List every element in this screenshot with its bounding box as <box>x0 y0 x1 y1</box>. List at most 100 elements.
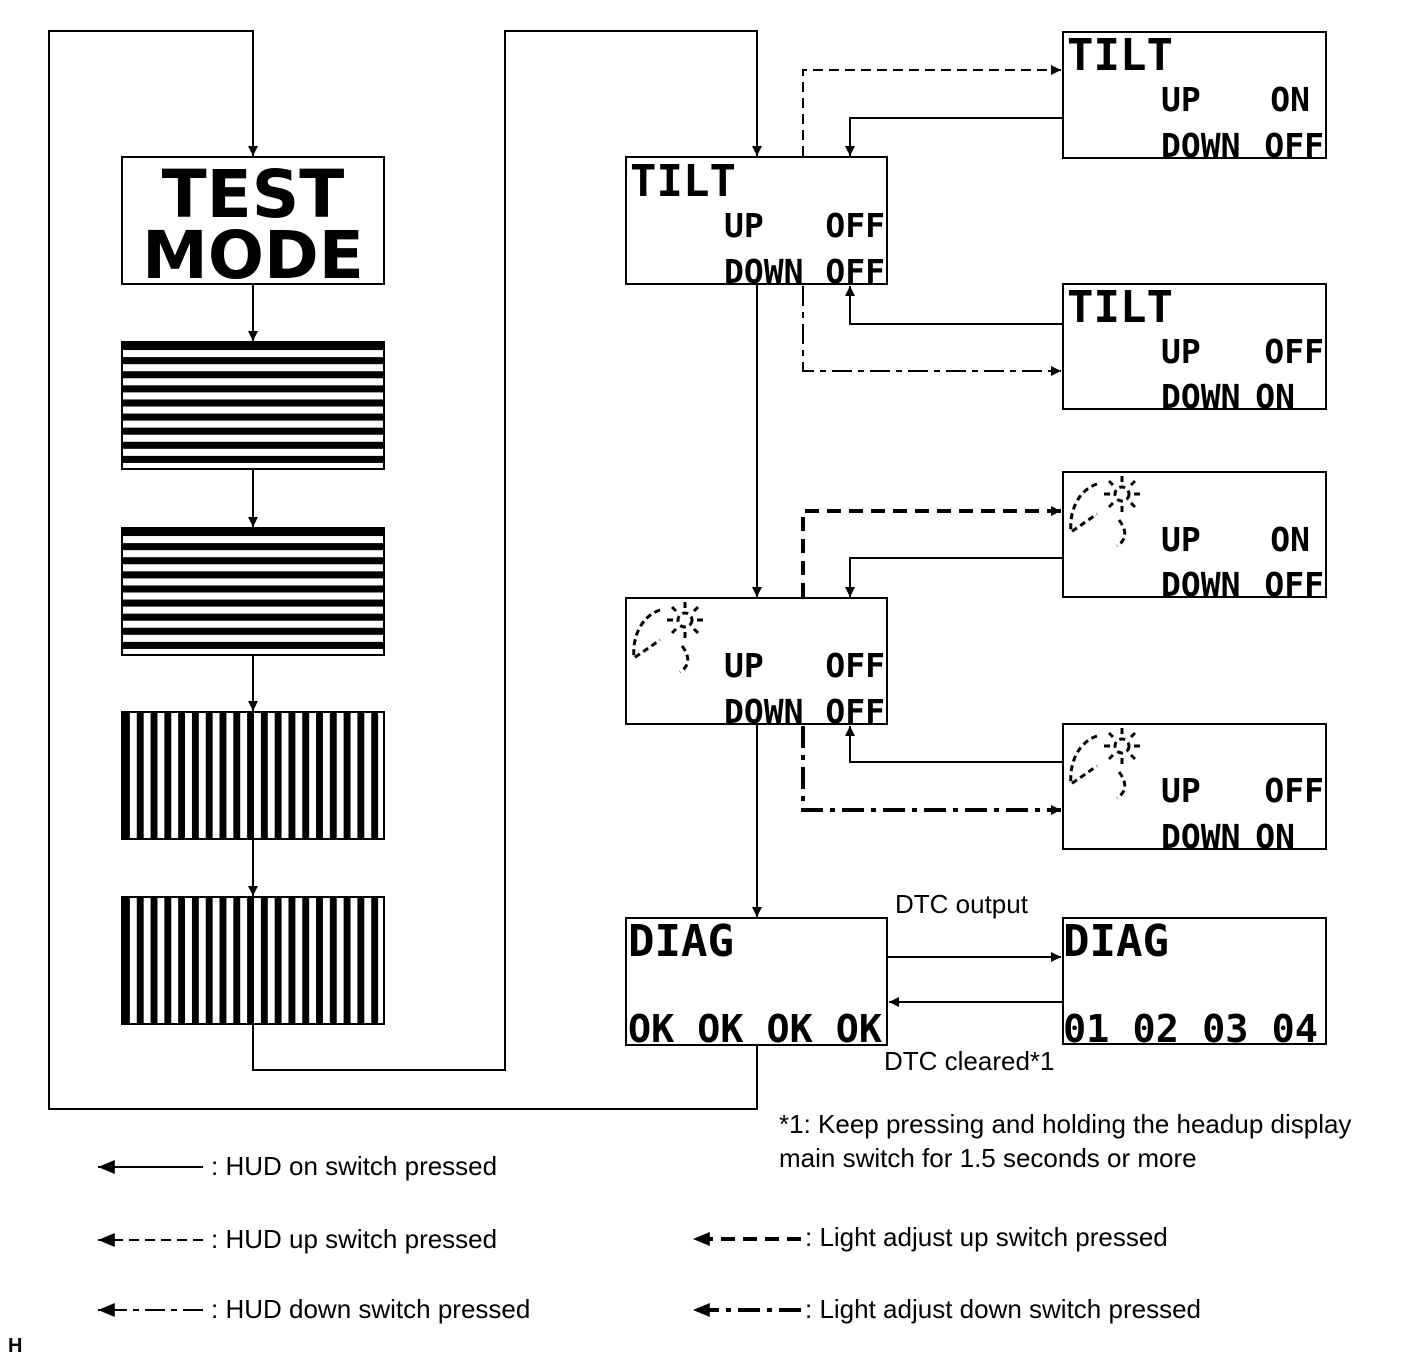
legend-light-down-label: : Light adjust down switch pressed <box>805 1294 1201 1324</box>
vertical-stripe <box>371 712 379 839</box>
vertical-stripe <box>205 897 213 1024</box>
vertical-stripe <box>260 712 268 839</box>
vertical-stripe <box>260 897 268 1024</box>
arrow-hud-up-to-tilt-up <box>802 65 1061 156</box>
vertical-stripe <box>233 712 241 839</box>
horizontal-stripe <box>122 585 384 593</box>
light-main-up-label: UP <box>724 646 764 685</box>
vertical-stripe <box>329 712 337 839</box>
tilt-down-down-label: DOWN <box>1161 377 1240 416</box>
vertical-stripe <box>136 712 144 839</box>
vertical-stripe <box>343 712 351 839</box>
corner-mark: H <box>8 1335 22 1357</box>
legend-light-up-label: : Light adjust up switch pressed <box>805 1222 1168 1252</box>
vertical-stripe <box>123 712 130 839</box>
horizontal-stripe <box>122 641 384 649</box>
tilt-main-box: TILT UP OFF DOWN OFF <box>625 156 888 291</box>
vertical-stripe <box>164 897 172 1024</box>
footnote-line1: *1: Keep pressing and holding the headup… <box>779 1109 1351 1139</box>
arrow-light-up-to-light-up <box>801 506 1061 597</box>
vertical-stripe <box>191 897 199 1024</box>
test-mode-line2: MODE <box>142 217 364 294</box>
light-up-down-state: OFF <box>1264 565 1324 604</box>
light-up-up-label: UP <box>1161 520 1201 559</box>
tilt-up-up-state: ON <box>1270 80 1310 119</box>
vertical-stripe-pattern-1 <box>121 711 385 840</box>
light-main-up-state: OFF <box>825 646 885 685</box>
light-main-box: UP OFF DOWN OFF <box>625 597 888 731</box>
tilt-down-title: TILT <box>1067 282 1173 333</box>
light-up-down-label: DOWN <box>1161 565 1240 604</box>
footnote-line2: main switch for 1.5 seconds or more <box>779 1143 1197 1173</box>
light-main-down-state: OFF <box>825 692 885 731</box>
horizontal-stripe <box>122 385 384 393</box>
horizontal-stripe <box>122 427 384 435</box>
loop-return-line <box>48 30 758 1110</box>
light-down-up-state: OFF <box>1264 771 1324 810</box>
light-down-down-state: ON <box>1255 817 1295 856</box>
tilt-up-title: TILT <box>1067 30 1173 81</box>
test-mode-line1: TEST <box>162 156 345 233</box>
vertical-stripe <box>316 897 323 1024</box>
vertical-stripe <box>191 712 199 839</box>
horizontal-stripe <box>122 543 384 551</box>
tilt-up-down-label: DOWN <box>1161 126 1240 165</box>
horizontal-stripe-pattern-1 <box>121 341 385 470</box>
horizontal-stripe <box>122 557 384 565</box>
tilt-down-down-state: ON <box>1255 377 1295 416</box>
horizontal-stripe <box>122 529 384 537</box>
vertical-stripe <box>219 712 227 839</box>
arrow-hud-down-to-tilt-down <box>802 286 1061 376</box>
vertical-stripe-pattern-2 <box>121 896 385 1025</box>
horizontal-stripe <box>122 441 384 449</box>
tilt-up-box: TILT UP ON DOWN OFF <box>1062 30 1327 165</box>
legend-hud-down-label: : HUD down switch pressed <box>211 1294 530 1324</box>
tilt-up-up-label: UP <box>1161 80 1201 119</box>
dtc-cleared-label: DTC cleared*1 <box>884 1046 1055 1076</box>
vertical-stripe <box>123 897 130 1024</box>
horizontal-stripe <box>122 571 384 579</box>
vertical-stripe <box>178 712 186 839</box>
dtc-output-label: DTC output <box>895 889 1029 919</box>
light-down-up-label: UP <box>1161 771 1201 810</box>
vertical-stripe <box>274 712 282 839</box>
test-mode-box: TEST MODE <box>121 156 385 294</box>
vertical-stripe <box>205 712 213 839</box>
vertical-stripe <box>343 897 351 1024</box>
legend-hud-on-label: : HUD on switch pressed <box>211 1151 497 1181</box>
vertical-stripe <box>233 897 241 1024</box>
vertical-stripe <box>302 897 310 1024</box>
tilt-down-box: TILT UP OFF DOWN ON <box>1062 282 1327 416</box>
diag-main-box: DIAG OK OK OK OK <box>625 916 888 1051</box>
horizontal-stripe-pattern-2 <box>121 527 385 656</box>
arrow-light-up-return <box>845 557 1063 597</box>
arrow-tilt-up-return <box>845 117 1063 156</box>
arrow-pattern4-to-tilt <box>252 30 762 1071</box>
vertical-stripe <box>316 712 323 839</box>
diag-main-title: DIAG <box>628 916 734 967</box>
vertical-stripe <box>150 712 158 839</box>
arrow-tilt-down-return <box>845 286 1063 325</box>
vertical-stripe <box>136 897 144 1024</box>
legend: : HUD on switch pressed : HUD up switch … <box>98 1151 1201 1324</box>
vertical-stripe <box>219 897 227 1024</box>
vertical-stripe <box>357 897 365 1024</box>
vertical-stripe <box>247 712 254 839</box>
diag-main-values: OK OK OK OK <box>628 1007 882 1051</box>
horizontal-stripe <box>122 371 384 379</box>
tilt-main-up-label: UP <box>724 206 764 245</box>
vertical-stripe <box>150 897 158 1024</box>
tilt-up-down-state: OFF <box>1264 126 1324 165</box>
horizontal-stripe <box>122 413 384 421</box>
horizontal-stripe <box>122 357 384 365</box>
light-down-box: UP OFF DOWN ON <box>1062 723 1327 856</box>
horizontal-stripe <box>122 399 384 407</box>
legend-hud-up-label: : HUD up switch pressed <box>211 1224 497 1254</box>
tilt-main-up-state: OFF <box>825 206 885 245</box>
diag-codes-box: DIAG 01 02 03 04 <box>1062 916 1327 1051</box>
vertical-stripe <box>247 897 254 1024</box>
light-down-down-label: DOWN <box>1161 817 1240 856</box>
tilt-down-up-state: OFF <box>1264 332 1324 371</box>
horizontal-stripe <box>122 599 384 607</box>
vertical-stripe <box>164 712 172 839</box>
